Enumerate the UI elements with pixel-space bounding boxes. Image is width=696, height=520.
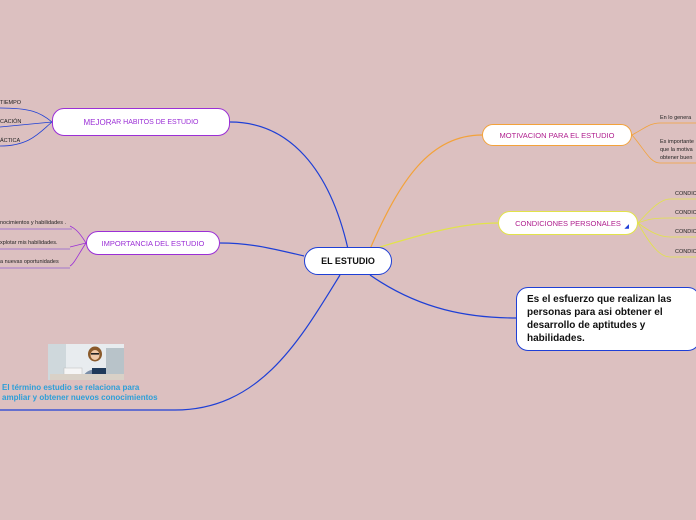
leaf-motivacion-2-line: Es importante [660, 139, 694, 145]
leaf-mejorar-2[interactable]: CACIÓN [0, 119, 22, 125]
termino-caption[interactable]: El término estudio se relaciona para amp… [2, 383, 182, 403]
leaf-motivacion-2-line: que la motiva [660, 147, 693, 153]
student-photo [48, 344, 124, 380]
link-importancia-leaf [69, 225, 87, 244]
definicion-text: Es el esfuerzo que realizan las personas… [527, 294, 672, 344]
leaf-condiciones-2[interactable]: CONDIC [675, 210, 696, 216]
link-condiciones [379, 222, 499, 248]
collapse-arrow-icon[interactable]: ◢ [624, 224, 629, 230]
topic-importancia-label: IMPORTANCIA DEL ESTUDIO [101, 238, 205, 248]
leaf-motivacion-2[interactable]: Es importante que la motiva obtener buen [660, 138, 694, 162]
termino-caption-line: El término estudio se relaciona para [2, 383, 140, 392]
topic-condiciones-personales[interactable]: CONDICIONES PERSONALES ◢ [498, 211, 638, 235]
link-mejorar-leaf [0, 107, 53, 123]
topic-motivacion-estudio[interactable]: MOTIVACION PARA EL ESTUDIO [482, 124, 632, 146]
topic-condiciones-label: CONDICIONES PERSONALES [515, 218, 621, 228]
link-condiciones-leaf [637, 222, 696, 238]
leaf-condiciones-1[interactable]: CONDIC [675, 191, 696, 197]
link-mejorar-leaf [0, 121, 53, 128]
link-motivacion-leaf [631, 122, 696, 136]
leaf-importancia-3[interactable]: a nuevas oportunidades [0, 259, 59, 265]
link-importancia [219, 242, 305, 257]
leaf-importancia-1[interactable]: nocimientos y habilidades . [0, 220, 67, 226]
leaf-motivacion-1[interactable]: En lo genera [660, 115, 692, 121]
link-condiciones-leaf [637, 198, 696, 224]
leaf-mejorar-3[interactable]: ÁCTICA [0, 138, 21, 144]
topic-mejorar-label-b: AR HABITOS DE ESTUDIO [111, 118, 199, 126]
link-mejorar [229, 121, 349, 250]
leaf-importancia-2[interactable]: xplotar mis habilidades. [0, 240, 58, 246]
topic-motivacion-label: MOTIVACION PARA EL ESTUDIO [499, 130, 615, 140]
topic-definicion[interactable]: Es el esfuerzo que realizan las personas… [516, 287, 696, 351]
leaf-mejorar-1[interactable]: TIEMPO [0, 100, 22, 106]
central-topic-node[interactable]: EL ESTUDIO [304, 247, 392, 275]
topic-mejorar-label-a: MEJOR [83, 117, 112, 127]
leaf-motivacion-2-line: obtener buen [660, 155, 693, 161]
link-termino [0, 274, 341, 411]
link-mejorar-leaf [0, 121, 53, 147]
link-motivacion [369, 134, 483, 250]
central-topic-label: EL ESTUDIO [321, 256, 375, 266]
link-motivacion-leaf [631, 134, 696, 164]
link-importancia-leaf [69, 242, 87, 267]
link-definicion [369, 274, 517, 319]
leaf-condiciones-4[interactable]: CONDIC [675, 249, 696, 255]
link-condiciones-leaf [637, 217, 696, 224]
leaf-condiciones-3[interactable]: CONDIC [675, 229, 696, 235]
topic-importancia-estudio[interactable]: IMPORTANCIA DEL ESTUDIO [86, 231, 220, 255]
link-importancia-leaf [69, 242, 87, 248]
link-condiciones-leaf [637, 222, 696, 258]
termino-caption-line: ampliar y obtener nuevos conocimientos [2, 393, 158, 402]
